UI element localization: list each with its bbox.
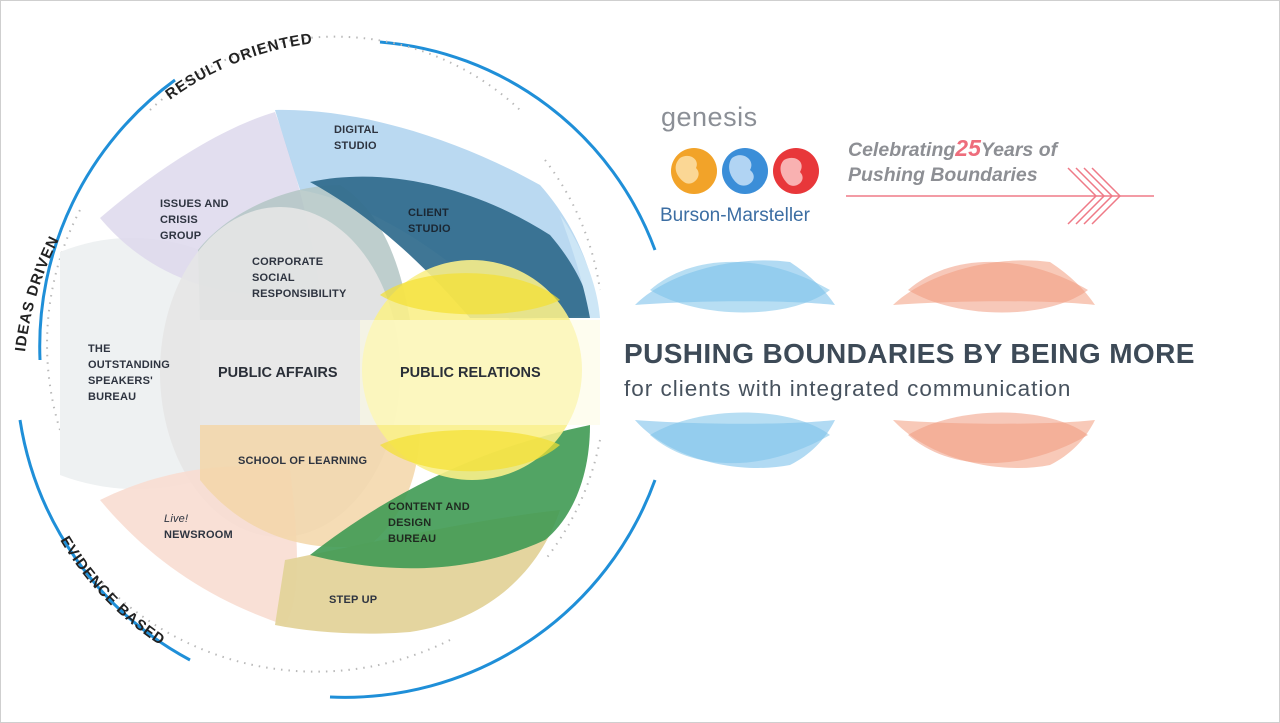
anniversary-number: 25 <box>955 135 981 161</box>
label-newsroom-live: Live! <box>164 513 189 525</box>
ring-label-top: RESULT ORIENTED <box>162 30 313 103</box>
label-client-studio: CLIENT STUDIO <box>408 207 451 235</box>
pr-lens-bottom <box>380 430 560 472</box>
outer-ring <box>18 40 657 699</box>
dotted-ring <box>46 35 601 673</box>
blue-bowtie-mark <box>635 260 835 468</box>
segment-sliver-top <box>560 215 600 318</box>
celebrating-line1: Celebrating25Years of <box>848 135 1058 161</box>
segment-speakers-bureau <box>60 237 200 490</box>
label-content-design: CONTENT AND DESIGN BUREAU <box>388 501 470 545</box>
label-issues-crisis: ISSUES AND CRISIS GROUP <box>160 198 229 242</box>
label-public-affairs: PUBLIC AFFAIRS <box>218 365 338 381</box>
label-csr: CORPORATE SOCIAL RESPONSIBILITY <box>252 256 347 300</box>
label-digital-studio: DIGITAL STUDIO <box>334 124 379 152</box>
label-newsroom: Live! NEWSROOM <box>164 513 233 541</box>
salmon-bowtie-mark <box>893 260 1095 468</box>
celebrating-line2: Pushing Boundaries <box>848 164 1038 186</box>
label-step-up: STEP UP <box>329 594 378 606</box>
label-public-relations: PUBLIC RELATIONS <box>400 365 541 381</box>
ring-label-left: IDEAS DRIVEN <box>12 233 63 352</box>
pr-lens-top <box>380 273 560 315</box>
center-band <box>360 320 600 425</box>
label-school-learning: SCHOOL OF LEARNING <box>238 455 368 467</box>
celebration-arrow <box>846 167 1154 225</box>
tagline-headline: PUSHING BOUNDARIES BY BEING MORE <box>624 338 1195 369</box>
genesis-logo-text: genesis <box>661 102 758 132</box>
burson-marsteller-logo-text: Burson-Marsteller <box>660 205 810 226</box>
globe-icons <box>671 148 819 194</box>
label-speakers-bureau: THE OUTSTANDING SPEAKERS' BUREAU <box>88 343 171 403</box>
tagline-subline: for clients with integrated communicatio… <box>624 376 1072 401</box>
